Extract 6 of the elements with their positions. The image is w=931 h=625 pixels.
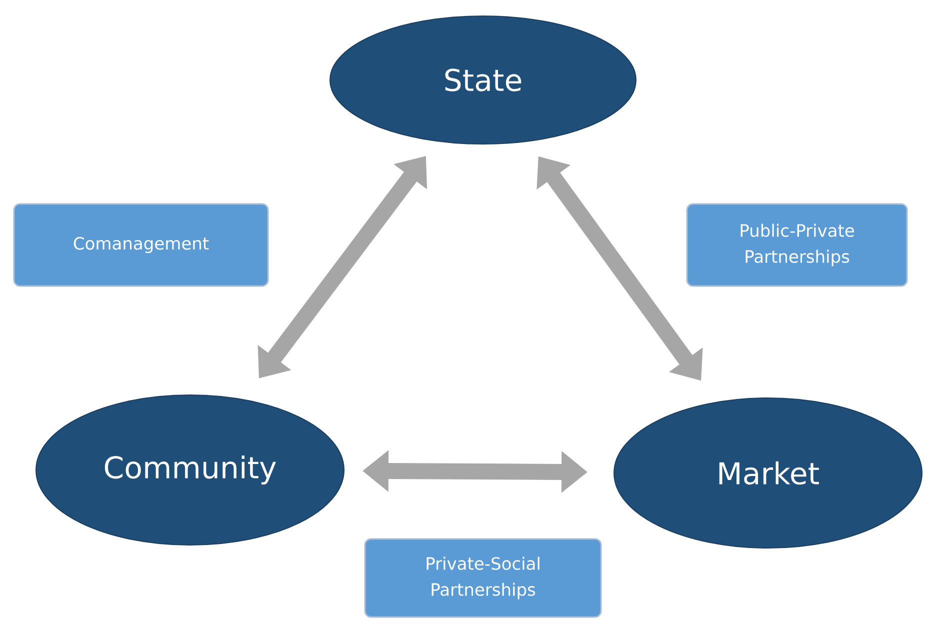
ellipse-node: Community [36,394,344,546]
ellipse-node: Market [614,398,922,548]
text-box: Comanagement [13,203,269,287]
text-box: Private-Social Partnerships [364,538,602,618]
text-box: Public-Private Partnerships [686,203,908,287]
ellipse-node: State [330,16,636,144]
